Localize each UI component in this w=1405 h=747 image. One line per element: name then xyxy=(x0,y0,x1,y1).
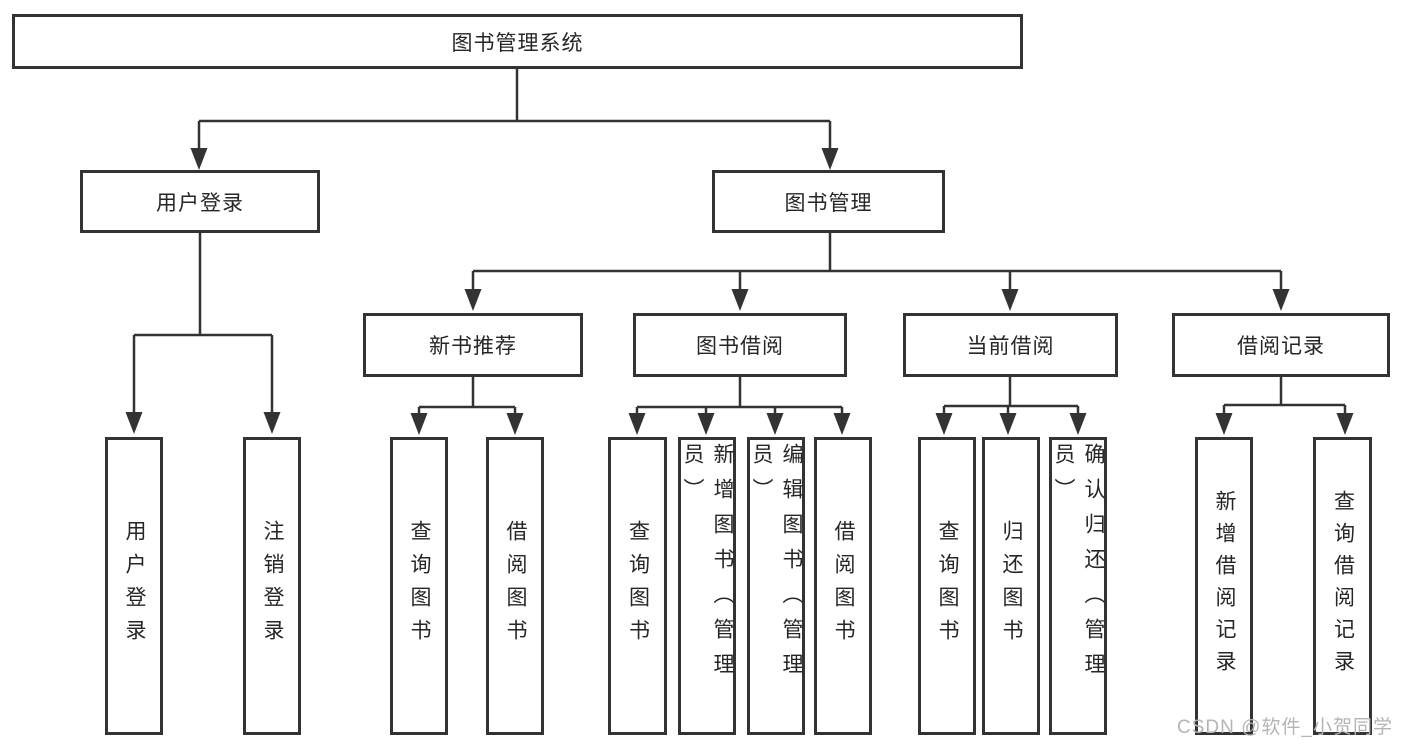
node-borrow-record: 借阅记录 xyxy=(1172,313,1390,377)
node-book-borrow: 图书借阅 xyxy=(633,313,847,377)
node-current-borrow: 当前借阅 xyxy=(903,313,1118,377)
csdn-watermark: CSDN @软件_小贺同学 xyxy=(1177,717,1393,738)
leaf-add-borrow-record: 新增借阅记录 xyxy=(1195,437,1253,735)
leaf-newbook-borrow-books: 借阅图书 xyxy=(486,437,544,735)
node-user-login: 用户登录 xyxy=(80,170,320,233)
arrowheads xyxy=(125,148,1354,435)
leaf-logout: 注销登录 xyxy=(243,437,301,735)
node-root-library-system: 图书管理系统 xyxy=(12,14,1023,69)
leaf-current-query-books: 查询图书 xyxy=(918,437,976,735)
leaf-borrow-query-books: 查询图书 xyxy=(608,437,667,735)
leaf-query-borrow-record: 查询借阅记录 xyxy=(1313,437,1372,735)
leaf-edit-books-admin: 编辑图书（管理员） xyxy=(747,437,805,735)
leaf-return-books: 归还图书 xyxy=(982,437,1040,735)
leaf-newbook-query-books: 查询图书 xyxy=(390,437,448,735)
leaf-borrow-books: 借阅图书 xyxy=(814,437,872,735)
leaf-add-books-admin: 新增图书（管理员） xyxy=(678,437,736,735)
node-new-book-recommend: 新书推荐 xyxy=(363,313,583,377)
node-book-management: 图书管理 xyxy=(712,170,945,233)
leaf-confirm-return-admin: 确认归还（管理员） xyxy=(1049,437,1107,735)
leaf-user-login: 用户登录 xyxy=(105,437,163,735)
